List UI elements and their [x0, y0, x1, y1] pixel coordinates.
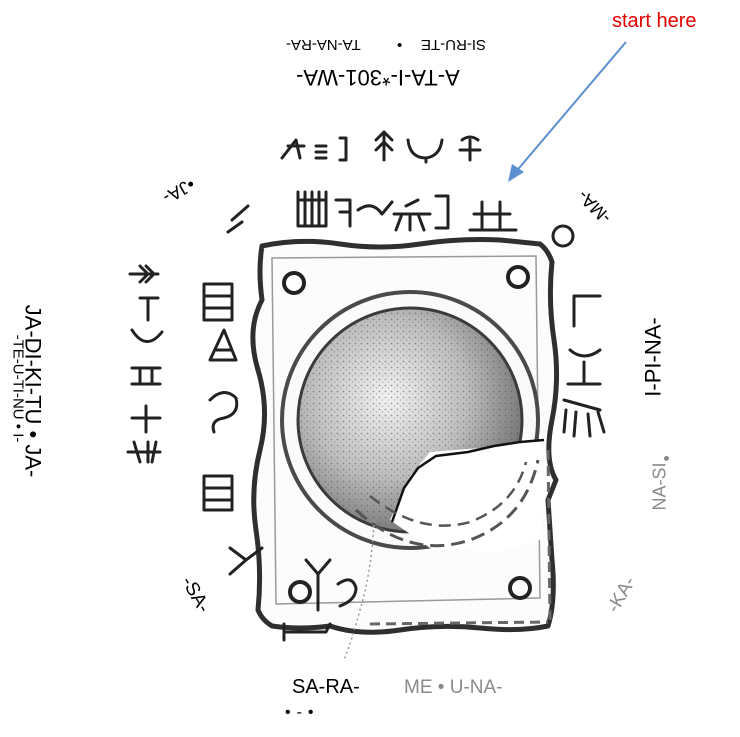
sign-row-bottom — [228, 546, 358, 642]
top-sub-right-label: TA-NA-RA- — [286, 36, 361, 53]
start-here-label: start here — [612, 10, 697, 32]
top-sub-left-label: SI-RU-TE — [421, 36, 486, 53]
sign-row-top-upper — [280, 130, 482, 164]
sign-column-left — [202, 204, 250, 512]
fracture-line — [390, 438, 545, 523]
top-sub-separator: • — [397, 36, 403, 53]
lower-crack — [343, 519, 375, 661]
corner-hole-bottom-left — [288, 580, 312, 604]
bottom-dots-label: •-• — [285, 704, 320, 721]
right-separator: • — [656, 455, 677, 462]
bottom-main-label: SA-RA- — [292, 676, 360, 698]
start-arrow — [513, 41, 627, 175]
corner-hole-bottom-right — [508, 576, 532, 600]
start-arrow-head — [508, 164, 524, 182]
bottom-sub-label: ME • U-NA- — [404, 677, 503, 698]
corner-hole-top-left — [282, 271, 306, 295]
right-main-label: I-PI-NA- — [640, 317, 666, 397]
sign-column-right — [551, 224, 606, 438]
stone-slab-inner-edge — [271, 255, 541, 605]
left-sub-label: -TE-U-TI-NU • I- — [9, 334, 27, 443]
reconstructed-rim — [354, 459, 540, 548]
corner-hole-top-right — [506, 265, 530, 289]
sign-row-top-lower — [296, 190, 518, 232]
right-sub-label: NA-SI — [649, 462, 670, 511]
sign-column-far-left — [126, 264, 164, 464]
top-main-label: A-TA-I-*301-WA- — [296, 65, 460, 90]
dashed-slab-edge — [369, 449, 552, 626]
